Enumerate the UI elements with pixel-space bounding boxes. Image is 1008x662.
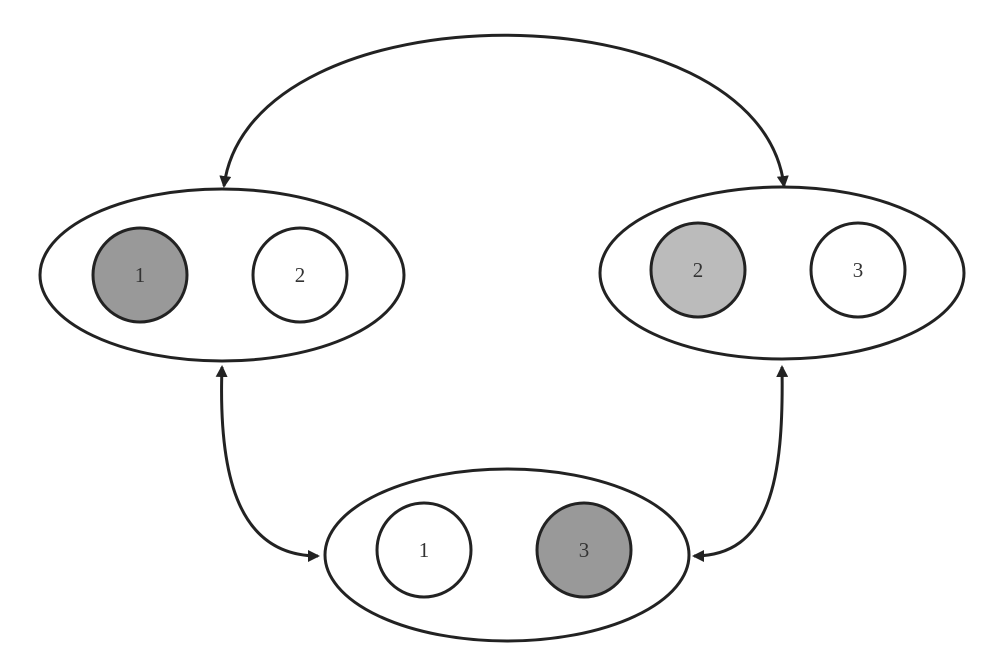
group-left: 1 2	[38, 187, 406, 363]
edge-right-bottom	[692, 365, 789, 562]
edge-left-bottom	[215, 365, 320, 562]
node-left-2-circle	[251, 226, 349, 324]
group-right: 2 3	[598, 185, 966, 361]
node-right-3-label: 3	[853, 258, 864, 282]
node-left-2-label: 2	[295, 263, 306, 287]
node-right-2-label: 2	[693, 258, 704, 282]
group-bottom: 1 3	[323, 467, 691, 643]
node-bottom-1: 1	[375, 501, 473, 599]
node-right-2: 2	[649, 221, 747, 319]
node-left-2: 2	[251, 226, 349, 324]
node-bottom-3-circle	[535, 501, 633, 599]
node-right-3-circle	[809, 221, 907, 319]
node-bottom-1-label: 1	[419, 538, 430, 562]
node-left-1-label: 1	[135, 263, 146, 287]
node-left-1-circle	[91, 226, 189, 324]
edge-left-right	[219, 33, 789, 188]
node-right-2-circle	[649, 221, 747, 319]
node-bottom-1-circle	[375, 501, 473, 599]
node-right-3: 3	[809, 221, 907, 319]
node-bottom-3-label: 3	[579, 538, 590, 562]
node-left-1: 1	[91, 226, 189, 324]
node-bottom-3: 3	[535, 501, 633, 599]
